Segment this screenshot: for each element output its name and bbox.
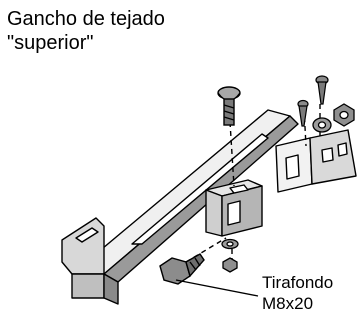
washer-nut-icon [312,103,355,133]
callout-line-1: Tirafondo [262,273,334,292]
title-line-2: "superior" [7,32,94,54]
top-bolt-icon [217,86,241,126]
hook-arm [61,109,299,305]
lag-screw-label: Tirafondo M8x20 [262,272,333,314]
callout-leader [175,279,259,297]
title-line-1: Gancho de tejado [7,8,165,30]
diagram-title: Gancho de tejado "superior" [7,7,165,55]
upper-plate-bracket [275,129,357,193]
lag-screw-icon [159,253,205,285]
lower-bracket [205,179,263,237]
callout-line-2: M8x20 [262,294,314,313]
lower-washer-nut-icon [221,238,239,273]
wood-screw-icon [297,75,329,127]
